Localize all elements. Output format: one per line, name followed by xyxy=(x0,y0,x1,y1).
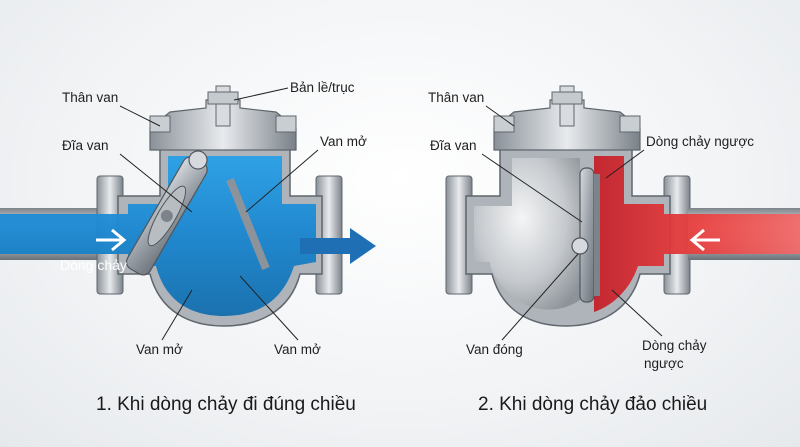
right-leader-backflow-top xyxy=(605,149,645,179)
left-valve xyxy=(0,85,376,327)
right-bonnet-nut-2 xyxy=(619,115,641,133)
left-label-hinge: Bản lề/trục xyxy=(290,80,355,95)
left-bonnet-nut-1 xyxy=(149,115,171,133)
left-caption: 1. Khi dòng chảy đi đúng chiều xyxy=(96,394,356,415)
left-leader-open-top xyxy=(245,149,319,213)
left-label-open-bottom-left: Van mở xyxy=(136,342,183,357)
right-valve xyxy=(445,85,800,327)
left-label-open-bottom-right: Van mở xyxy=(274,342,321,357)
right-leader-disc xyxy=(481,153,583,223)
left-hinge-pin xyxy=(188,150,208,170)
right-seat xyxy=(594,174,600,296)
right-hinge-pin xyxy=(571,237,589,255)
left-leader-open-bottom-left xyxy=(161,289,193,341)
left-leader-open-bottom-right xyxy=(239,275,299,341)
right-bonnet-nut-1 xyxy=(493,115,515,133)
right-empty-chamber xyxy=(474,158,580,310)
left-leader-body xyxy=(119,105,161,127)
right-caption: 2. Khi dòng chảy đảo chiều xyxy=(478,394,707,415)
left-stem-cap xyxy=(207,91,239,105)
left-inflow-arrow xyxy=(96,228,127,252)
left-leader-hinge xyxy=(233,87,289,101)
right-label-closed: Van đóng xyxy=(466,342,523,357)
right-label-backflow-top: Dòng chảy ngược xyxy=(646,134,754,149)
left-label-flow: Dòng chảy xyxy=(60,257,127,273)
right-disc xyxy=(579,167,595,303)
left-label-open-top: Van mở xyxy=(320,134,367,149)
right-leader-body xyxy=(485,105,515,127)
right-label-backflow-bottom-1: Dòng chảy xyxy=(642,338,707,353)
right-backflow-arrow xyxy=(689,228,720,252)
left-bonnet-nut-2 xyxy=(275,115,297,133)
right-stem-cap xyxy=(551,91,583,105)
right-leader-closed xyxy=(501,253,579,341)
left-leader-disc xyxy=(119,153,193,213)
right-label-body: Thân van xyxy=(428,90,484,105)
left-seat xyxy=(226,177,270,271)
left-label-disc: Đĩa van xyxy=(62,138,109,153)
left-label-body: Thân van xyxy=(62,90,118,105)
right-label-backflow-bottom-2: ngược xyxy=(644,356,684,371)
right-leader-backflow-bottom xyxy=(611,289,663,337)
right-label-disc: Đĩa van xyxy=(430,138,477,153)
left-outflow-arrow xyxy=(300,228,376,264)
